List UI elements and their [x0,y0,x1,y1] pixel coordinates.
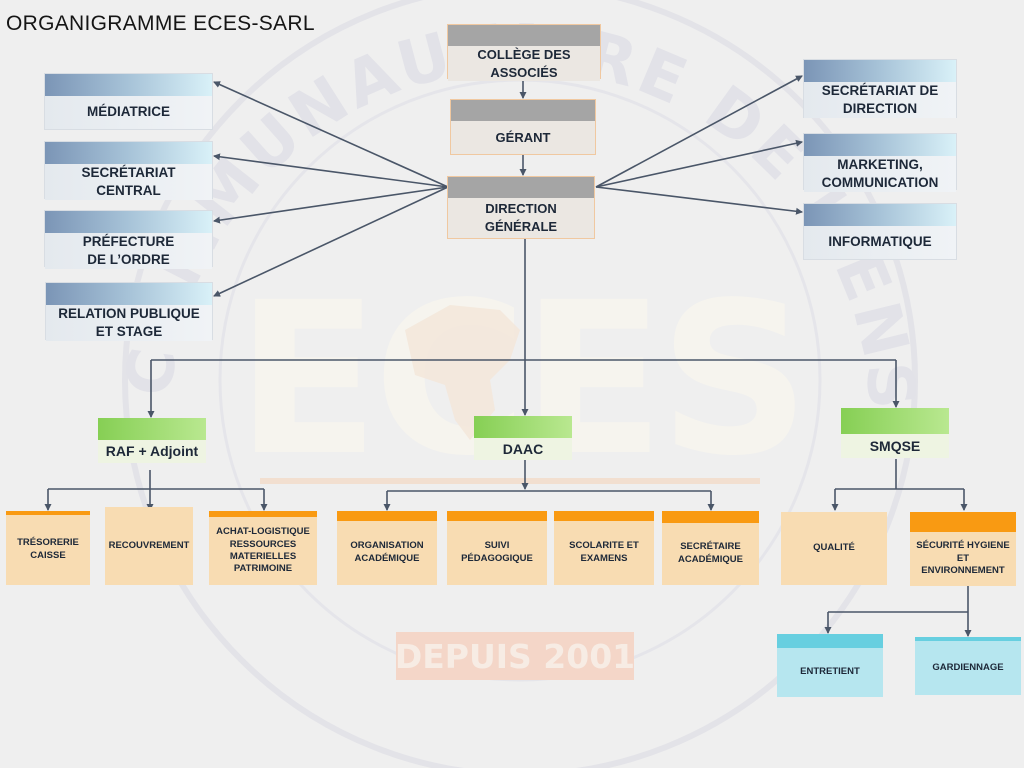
node-daac: DAAC [474,416,572,460]
node-secretariat-central: SECRÉTARIAT CENTRAL [44,141,213,201]
node-label: GARDIENNAGE [915,641,1021,695]
node-label: TRÉSORERIE CAISSE [6,515,90,585]
node-label: SCOLARITE ET EXAMENS [554,521,654,585]
node-secretariat-direction: SECRÉTARIAT DE DIRECTION [803,59,957,119]
edge-direction-prefecture [213,186,449,224]
node-achat-logistique: ACHAT-LOGISTIQUE RESSOURCES MATERIELLES … [209,511,317,585]
node-label: QUALITÉ [781,512,887,585]
node-label: SÉCURITÉ HYGIENE ET ENVIRONNEMENT [910,532,1016,586]
node-label: RAF + Adjoint [98,440,206,463]
watermark-tagline-bg [396,632,634,680]
edge-direction-marketing [595,139,803,188]
page-title: ORGANIGRAMME ECES-SARL [6,12,315,35]
node-label: MARKETING, COMMUNICATION [804,156,956,193]
node-mediatrice: MÉDIATRICE [44,73,213,130]
node-label: SUIVI PÉDAGOGIQUE [447,521,547,585]
node-suivi-pedagogique: SUIVI PÉDAGOGIQUE [447,511,547,585]
edge-direction-mediatrice [213,81,449,188]
edge-direction-informatique [595,186,803,215]
node-college-des-associes: COLLÈGE DES ASSOCIÉS [447,24,601,82]
africa-shape [405,305,520,440]
node-label: ORGANISATION ACADÉMIQUE [337,521,437,585]
node-label: RECOUVREMENT [105,507,193,585]
node-label: SECRÉTAIRE ACADÉMIQUE [662,523,759,585]
node-informatique: INFORMATIQUE [803,203,957,260]
node-label: COLLÈGE DES ASSOCIÉS [448,46,600,82]
node-recouvrement: RECOUVREMENT [105,507,193,585]
node-label: GÉRANT [451,121,595,154]
node-label: DAAC [474,438,572,460]
node-label: SMQSE [841,434,949,458]
node-scolarite-examens: SCOLARITE ET EXAMENS [554,511,654,585]
node-marketing-communication: MARKETING, COMMUNICATION [803,133,957,193]
node-gardiennage: GARDIENNAGE [915,637,1021,695]
node-relation-publique: RELATION PUBLIQUE ET STAGE [45,282,213,342]
node-direction-generale: DIRECTION GÉNÉRALE [447,176,595,239]
node-raf-adjoint: RAF + Adjoint [98,418,206,463]
node-label: RELATION PUBLIQUE ET STAGE [46,305,212,342]
edge-direction-sec-central [213,153,449,188]
node-label: INFORMATIQUE [804,226,956,259]
edge-direction-relation [213,186,449,297]
node-label: DIRECTION GÉNÉRALE [448,198,594,238]
node-label: PRÉFECTURE DE L’ORDRE [45,233,212,270]
node-gerant: GÉRANT [450,99,596,155]
node-label: SECRÉTARIAT DE DIRECTION [804,82,956,119]
node-label: ACHAT-LOGISTIQUE RESSOURCES MATERIELLES … [209,517,317,585]
node-qualite: QUALITÉ [781,512,887,585]
node-secretaire-academique: SECRÉTAIRE ACADÉMIQUE [662,511,759,585]
node-securite-hygiene: SÉCURITÉ HYGIENE ET ENVIRONNEMENT [910,512,1016,586]
edge-direction-sec-direction [595,75,803,188]
watermark-logo-text: ECES [236,257,804,502]
node-label: ENTRETIENT [777,648,883,697]
node-label: MÉDIATRICE [45,96,212,129]
node-tresorerie-caisse: TRÉSORERIE CAISSE [6,511,90,585]
node-organisation-academique: ORGANISATION ACADÉMIQUE [337,511,437,585]
node-prefecture-ordre: PRÉFECTURE DE L’ORDRE [44,210,213,270]
watermark-tagline: DEPUIS 2001 [395,637,635,676]
node-entretient: ENTRETIENT [777,634,883,697]
node-smqse: SMQSE [841,408,949,458]
node-label: SECRÉTARIAT CENTRAL [45,164,212,201]
